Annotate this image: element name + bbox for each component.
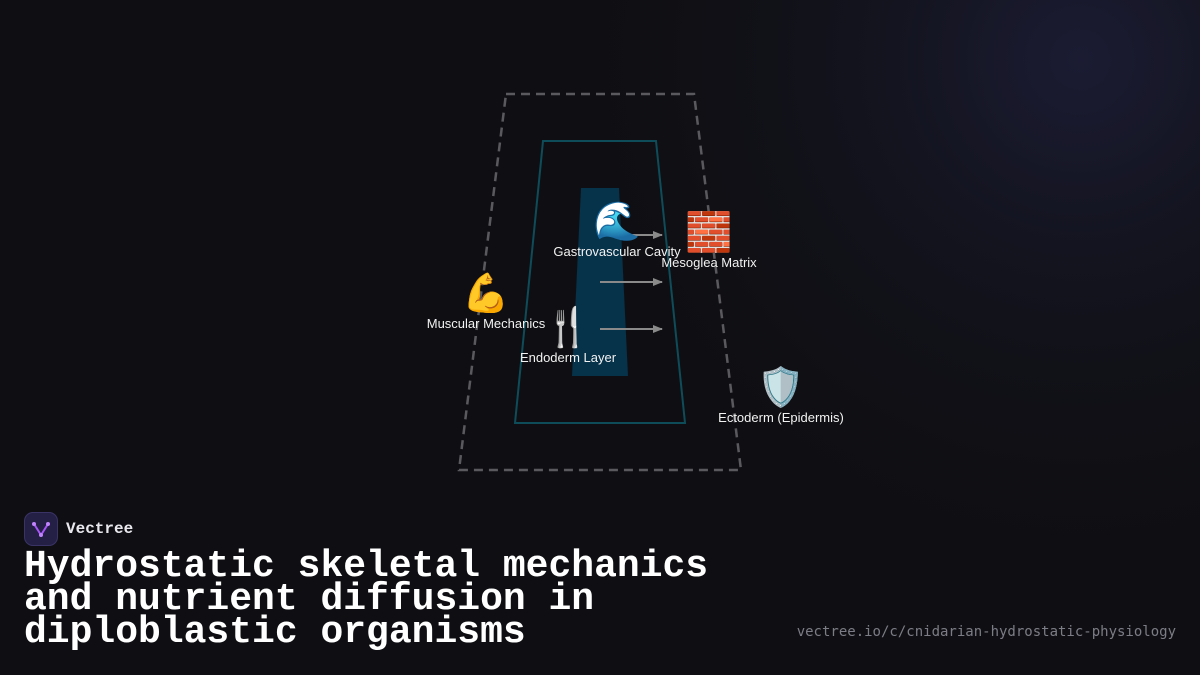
node-ectoderm-epidermis: 🛡️ Ectoderm (Epidermis) — [718, 366, 844, 426]
node-label: Gastrovascular Cavity — [553, 244, 681, 259]
node-gastrovascular-cavity: 🌊 Gastrovascular Cavity — [553, 200, 680, 260]
shield-icon: 🛡️ — [757, 367, 805, 409]
page-url[interactable]: vectree.io/c/cnidarian-hydrostatic-physi… — [796, 624, 1176, 640]
vectree-logo-icon — [24, 512, 58, 546]
page-title: Hydrostatic skeletal mechanics and nutri… — [24, 545, 709, 654]
node-muscular-mechanics: 💪 Muscular Mechanics — [427, 272, 546, 332]
flexed-arm-icon: 💪 — [462, 273, 510, 315]
brick-icon: 🧱 — [685, 212, 733, 254]
node-mesoglea-matrix: 🧱 Mesoglea Matrix — [661, 211, 756, 271]
node-label: Mesoglea Matrix — [661, 255, 757, 270]
node-label: Ectoderm (Epidermis) — [718, 410, 844, 425]
brand[interactable]: Vectree — [24, 512, 133, 546]
fork-knife-icon: 🍴 — [544, 307, 592, 349]
node-label: Endoderm Layer — [519, 350, 617, 365]
node-label: Muscular Mechanics — [426, 316, 546, 331]
mesoglea-outline — [513, 140, 687, 424]
wave-icon: 🌊 — [593, 201, 641, 243]
node-endoderm-layer: 🍴 Endoderm Layer — [520, 306, 616, 366]
ectoderm-outline — [457, 92, 743, 472]
brand-name: Vectree — [66, 520, 134, 538]
